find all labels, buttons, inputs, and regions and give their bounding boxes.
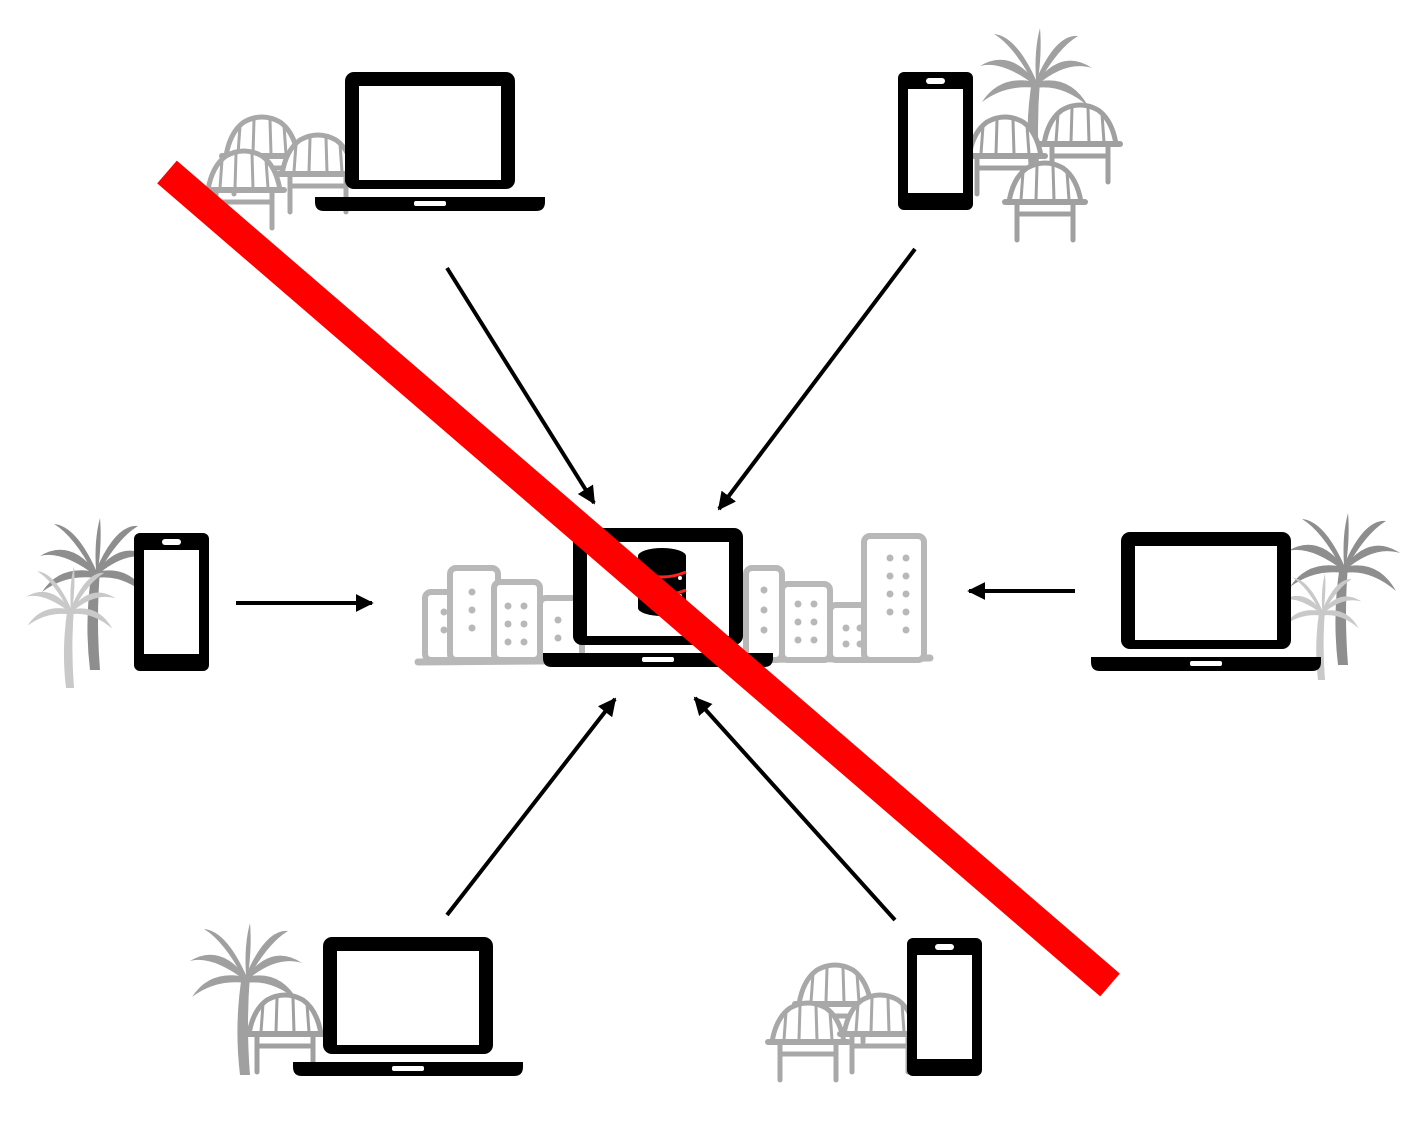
palm-tree-icon [26, 566, 116, 688]
palm-trees-icon-right [1283, 513, 1400, 680]
palm-trees-icon-left [26, 518, 152, 688]
laptop-icon-bottom-left [293, 937, 523, 1076]
palm-tree-icon [1288, 513, 1400, 665]
arrow-top-right [717, 247, 917, 511]
hut-icon [768, 1003, 848, 1080]
phone-icon-top-right [898, 72, 973, 210]
arrow-bottom-left [445, 697, 617, 917]
palm-tree-huts-icon-top-right [965, 28, 1120, 240]
laptop-icon-right [1091, 532, 1321, 671]
phone-icon-bottom-right [907, 938, 982, 1076]
connection-arrows [236, 247, 1075, 922]
village-huts-icon-bottom-right [768, 965, 920, 1080]
hut-icon [1005, 163, 1085, 240]
arrow-top-left [445, 266, 596, 505]
phone-icon-left [134, 533, 209, 671]
hut-icon [245, 995, 325, 1072]
laptop-icon-top-left [315, 72, 545, 211]
arrow-bottom-right [693, 696, 897, 922]
palm-tree-hut-icon-bottom-left [190, 923, 325, 1075]
strike-through-line [157, 160, 1120, 997]
